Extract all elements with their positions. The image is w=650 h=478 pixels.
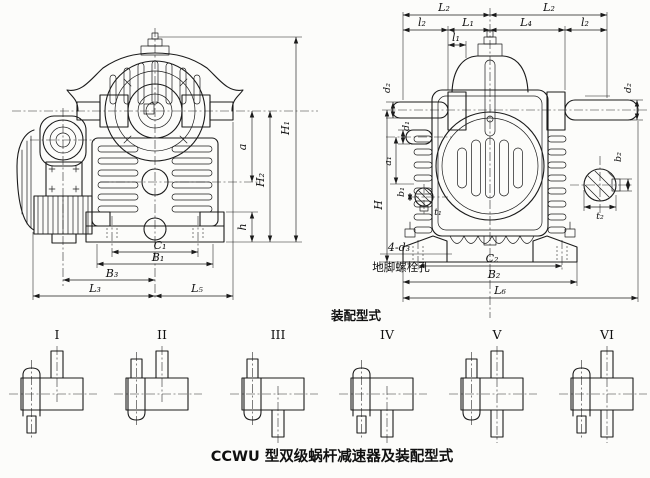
dim-label-a: a — [236, 144, 249, 151]
dim-label-L6: L₆ — [493, 284, 506, 297]
gear-case-body — [91, 137, 219, 241]
input-worm-unit — [16, 115, 93, 244]
assembly-variants: 装配型式 I II III IV V VI — [9, 308, 647, 443]
variant-6-diagram — [559, 346, 647, 443]
dim-label-L3: L₃ — [88, 282, 101, 295]
input-shaft-section: b₁ t₁ — [396, 187, 442, 218]
dim-label-H: H — [372, 200, 385, 211]
dim-label-h: h — [236, 223, 249, 230]
variant-2-diagram — [114, 346, 202, 426]
dim-label-C2: C₂ — [486, 252, 499, 265]
front-view-dimensions: H₁ a H₂ h C₁ B₁ B₃ L₃ L₅ — [32, 36, 302, 300]
variant-label-2: II — [157, 327, 167, 342]
dim-label-H1: H₁ — [279, 121, 292, 136]
dim-label-t1: t₁ — [434, 207, 442, 218]
dim-label-l2-left: l₂ — [418, 16, 426, 29]
dim-label-B2: B₂ — [487, 268, 501, 281]
worm-shaft-front — [76, 94, 234, 128]
dim-label-H2: H₂ — [254, 173, 267, 188]
side-top-cover — [451, 30, 529, 137]
dim-label-B3: B₃ — [105, 267, 119, 280]
figure-caption: CCWU 型双级蜗杆减速器及装配型式 — [211, 447, 454, 465]
dim-label-L2-right: L₂ — [542, 1, 555, 14]
variant-1-diagram — [9, 346, 97, 439]
side-view-bottom-dimensions: C₂ B₂ L₆ 4-d₃ 地脚螺栓孔 — [372, 121, 639, 302]
dim-label-b2: b₂ — [613, 152, 624, 162]
dim-label-L2-left: L₂ — [437, 1, 450, 14]
dim-label-b1: b₁ — [396, 187, 407, 197]
dim-label-L4: L₄ — [519, 16, 532, 29]
anchor-bolt-count-label: 4-d₃ — [387, 241, 410, 254]
dim-label-d1: d₁ — [401, 121, 412, 131]
dim-label-d2-right: d₂ — [623, 83, 634, 93]
side-view-right-dimensions: d₂ — [585, 83, 643, 121]
variant-4-diagram — [339, 360, 427, 443]
dim-label-B1: B₁ — [151, 251, 165, 264]
dim-label-d2-left: d₂ — [382, 83, 393, 93]
side-view: L₂ L₂ l₂ L₁ L₄ l₂ l₁ — [372, 1, 648, 318]
front-view: H₁ a H₂ h C₁ B₁ B₃ L₃ L₅ — [12, 28, 318, 300]
dim-label-l2-right: l₂ — [581, 16, 589, 29]
dim-label-t2: t₂ — [596, 211, 604, 222]
side-body — [413, 89, 567, 237]
variant-label-1: I — [55, 327, 60, 342]
variant-3-diagram — [230, 352, 318, 443]
side-view-left-dimensions: d₂ d₁ a₁ H — [372, 83, 414, 263]
side-view-top-dimensions: L₂ L₂ l₂ L₁ L₄ l₂ l₁ — [402, 1, 608, 100]
dim-label-L5: L₅ — [190, 282, 203, 295]
variant-label-4: IV — [380, 327, 395, 342]
anchor-bolt-hole-label: 地脚螺栓孔 — [372, 260, 430, 274]
dim-label-L1: L₁ — [461, 16, 474, 29]
dim-label-a1: a₁ — [383, 156, 394, 165]
variant-label-3: III — [271, 327, 286, 342]
variant-5-diagram — [449, 346, 537, 443]
dim-label-l1: l₁ — [452, 31, 460, 44]
dim-label-C1: C₁ — [154, 239, 167, 252]
assembly-section-title: 装配型式 — [330, 308, 382, 323]
variant-label-5: V — [491, 327, 502, 342]
variant-label-6: VI — [599, 327, 614, 342]
